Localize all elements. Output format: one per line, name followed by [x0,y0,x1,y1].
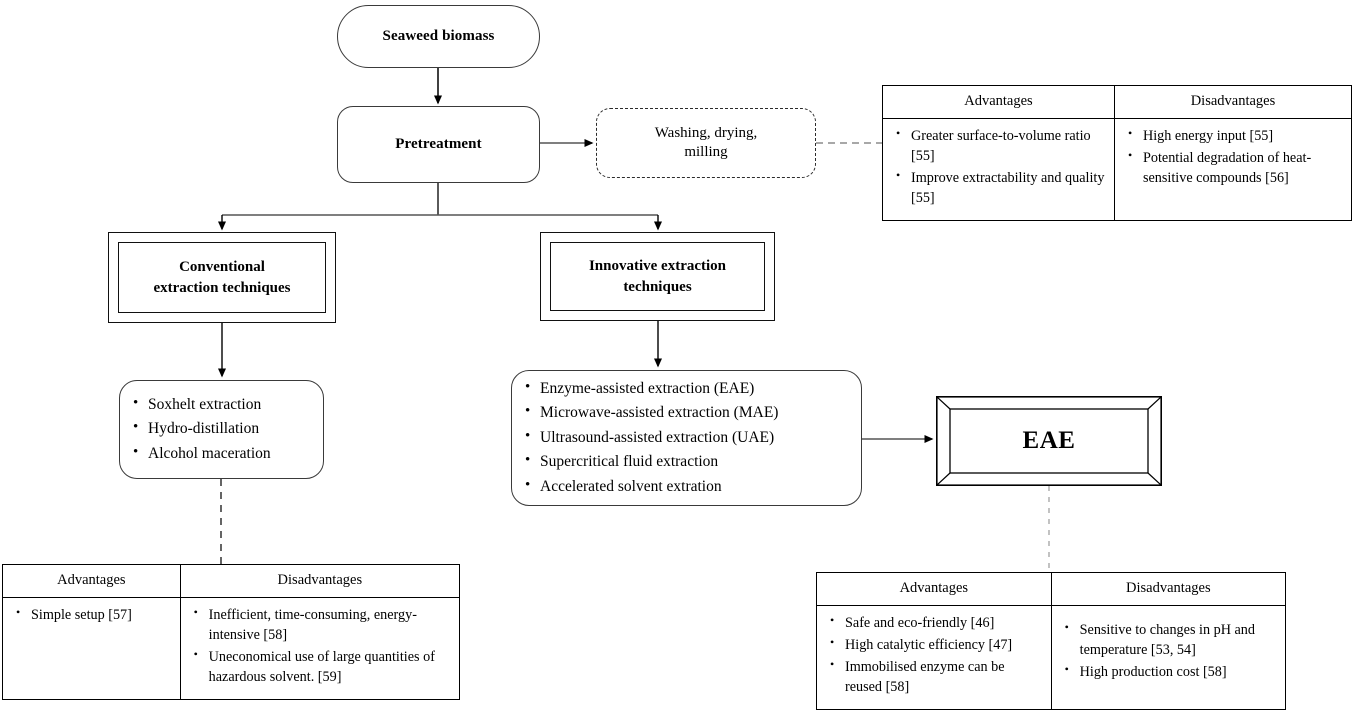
list-item: Supercritical fluid extraction [525,449,778,474]
node-eae-frame [936,396,1162,486]
list-item: Microwave-assisted extraction (MAE) [525,400,778,425]
node-conventional-line1: Conventional [179,259,265,276]
node-seaweed-biomass[interactable]: Seaweed biomass [337,5,540,68]
table-body-row: Simple setup [57] Inefficient, time-cons… [2,597,461,700]
node-washing-line2: milling [684,144,728,160]
table-eae-pros-cons: Advantages Disadvantages Safe and eco-fr… [816,572,1287,710]
table-header-row: Advantages Disadvantages [882,85,1353,119]
disadvantages-list: High energy input [55] Potential degrada… [1121,125,1343,188]
table-cell-advantages: Simple setup [57] [2,597,181,700]
list-item: Accelerated solvent extration [525,474,778,499]
node-conventional-inner: Conventional extraction techniques [118,242,326,313]
table-cell-disadvantages: High energy input [55] Potential degrada… [1113,118,1353,221]
node-pretreatment-label: Pretreatment [395,136,482,152]
list-item: Inefficient, time-consuming, energy-inte… [187,604,451,645]
list-conventional-methods-items: Soxhelt extraction Hydro-distillation Al… [120,392,271,466]
disadvantages-list: Inefficient, time-consuming, energy-inte… [187,604,451,688]
table-body-row: Safe and eco-friendly [46] High catalyti… [816,605,1287,710]
advantages-list: Safe and eco-friendly [46] High catalyti… [823,612,1043,698]
list-innovative-methods-items: Enzyme-assisted extraction (EAE) Microwa… [512,376,778,499]
table-header-advantages: Advantages [882,85,1115,119]
table-cell-advantages: Safe and eco-friendly [46] High catalyti… [816,605,1052,710]
table-header-disadvantages: Disadvantages [1050,572,1287,606]
table-body-row: Greater surface-to-volume ratio [55] Imp… [882,118,1353,221]
node-innovative-inner: Innovative extraction techniques [550,242,765,311]
table-pretreatment-pros-cons: Advantages Disadvantages Greater surface… [882,85,1353,221]
list-item: Alcohol maceration [133,441,271,466]
table-header-row: Advantages Disadvantages [816,572,1287,606]
node-innovative-line2: techniques [623,278,692,295]
node-eae-label: EAE [1022,427,1076,454]
node-pretreatment[interactable]: Pretreatment [337,106,540,183]
table-header-advantages: Advantages [2,564,181,598]
list-item: High catalytic efficiency [47] [823,634,1043,655]
list-item: Soxhelt extraction [133,392,271,417]
node-washing-label: Washing, drying, milling [655,124,758,162]
list-item: Immobilised enzyme can be reused [58] [823,656,1043,697]
node-seaweed-biomass-label: Seaweed biomass [382,28,495,44]
list-item: Potential degradation of heat-sensitive … [1121,147,1343,188]
list-item: Safe and eco-friendly [46] [823,612,1043,633]
disadvantages-list: Sensitive to changes in pH and temperatu… [1058,619,1277,682]
node-conventional-extraction[interactable]: Conventional extraction techniques [108,232,336,323]
list-item: Sensitive to changes in pH and temperatu… [1058,619,1277,660]
list-item: Hydro-distillation [133,416,271,441]
table-header-disadvantages: Disadvantages [179,564,461,598]
node-washing-drying-milling[interactable]: Washing, drying, milling [596,108,816,178]
node-conventional-line2: extraction techniques [153,279,291,296]
list-item: Ultrasound-assisted extraction (UAE) [525,425,778,450]
node-innovative-extraction[interactable]: Innovative extraction techniques [540,232,775,321]
list-item: High production cost [58] [1058,661,1277,682]
list-conventional-methods[interactable]: Soxhelt extraction Hydro-distillation Al… [119,380,324,479]
list-item: Greater surface-to-volume ratio [55] [889,125,1106,166]
list-item: Uneconomical use of large quantities of … [187,646,451,687]
table-header-row: Advantages Disadvantages [2,564,461,598]
table-header-disadvantages: Disadvantages [1113,85,1353,119]
list-item: Enzyme-assisted extraction (EAE) [525,376,778,401]
node-innovative-line1: Innovative extraction [588,258,727,275]
list-item: High energy input [55] [1121,125,1343,146]
advantages-list: Greater surface-to-volume ratio [55] Imp… [889,125,1106,209]
node-washing-line1: Washing, drying, [654,125,758,142]
table-conventional-pros-cons: Advantages Disadvantages Simple setup [5… [2,564,461,700]
table-header-advantages: Advantages [816,572,1052,606]
list-innovative-methods[interactable]: Enzyme-assisted extraction (EAE) Microwa… [511,370,862,506]
list-item: Improve extractability and quality [55] [889,167,1106,208]
table-cell-disadvantages: Inefficient, time-consuming, energy-inte… [179,597,461,700]
node-innovative-label: Innovative extraction techniques [589,256,726,297]
table-cell-disadvantages: Sensitive to changes in pH and temperatu… [1050,605,1287,710]
node-eae[interactable]: EAE [936,396,1162,486]
node-conventional-label: Conventional extraction techniques [153,257,290,298]
list-item: Simple setup [57] [9,604,172,625]
table-cell-advantages: Greater surface-to-volume ratio [55] Imp… [882,118,1115,221]
advantages-list: Simple setup [57] [9,604,172,625]
